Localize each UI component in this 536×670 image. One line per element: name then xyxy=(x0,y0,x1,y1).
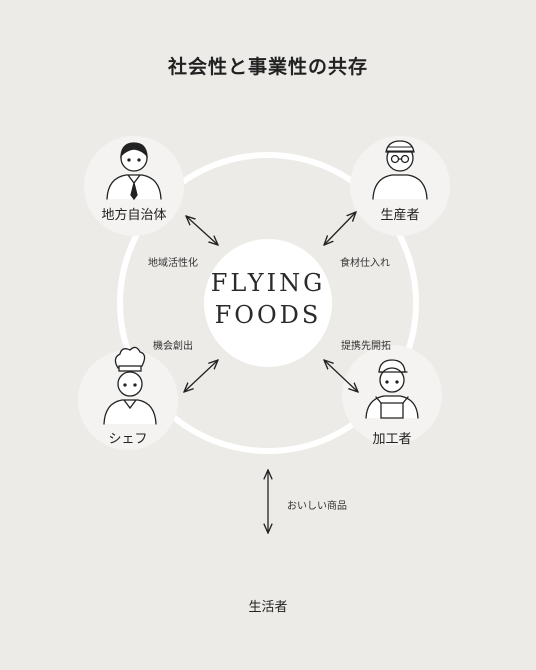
relation-regional-revitalization: 地域活性化 xyxy=(148,258,198,269)
relation-opportunity-creation: 機会創出 xyxy=(153,341,193,352)
diagram-title: 社会性と事業性の共存 xyxy=(167,56,368,78)
relation-delicious-products: おいしい商品 xyxy=(287,501,347,512)
relation-partnership-development: 提携先開拓 xyxy=(341,341,391,352)
relation-ingredient-sourcing: 食材仕入れ xyxy=(340,258,390,269)
logo-line-1: FLYING xyxy=(210,269,326,297)
businessman-icon xyxy=(106,142,162,201)
label-consumer: 生活者 xyxy=(248,600,288,615)
arrow-chef xyxy=(184,360,218,392)
outer-ring xyxy=(117,152,419,454)
node-processor xyxy=(342,345,442,445)
arrow-processor xyxy=(324,360,358,392)
farmer-icon xyxy=(372,140,428,200)
arrow-producer xyxy=(324,212,356,245)
worker-icon xyxy=(365,359,419,419)
label-chef: シェフ xyxy=(108,432,148,447)
arrow-local-government xyxy=(186,216,218,245)
label-processor: 加工者 xyxy=(372,432,412,447)
label-producer: 生産者 xyxy=(380,208,420,223)
logo-line-2: FOODS xyxy=(214,301,322,329)
center-node xyxy=(204,239,332,367)
chef-icon xyxy=(103,346,157,425)
label-local-government: 地方自治体 xyxy=(101,208,167,223)
